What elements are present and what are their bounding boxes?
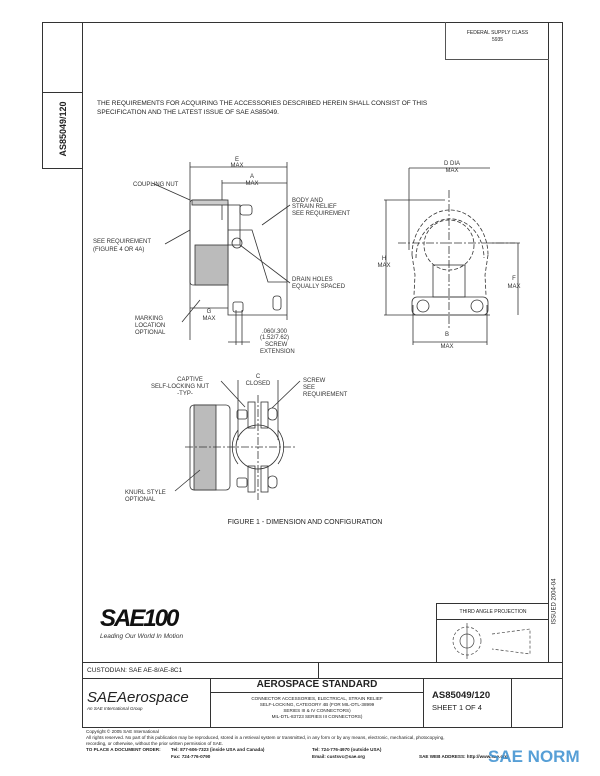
description-line-4: MIL-DTL-83723 SERIES III CONNECTORS)	[271, 713, 363, 719]
b-dim-label: B	[445, 332, 449, 338]
captive-label-3: -TYP-	[177, 391, 193, 397]
web-address-link[interactable]: SAE WEB ADDRESS: http://www.sae.org	[419, 754, 508, 759]
standard-heading: AEROSPACE STANDARD	[211, 678, 423, 693]
sheet-number: SHEET 1 OF 4	[432, 702, 482, 712]
c-dim-label: C	[256, 374, 261, 380]
third-angle-projection-icon	[452, 623, 531, 659]
projection-title: THIRD ANGLE PROJECTION	[437, 604, 549, 620]
see-requirement-label: SEE REQUIREMENT	[93, 239, 151, 245]
marking-label-1: MARKING	[135, 316, 163, 322]
figure-ref-label: (FIGURE 4 OR 4A)	[93, 247, 144, 253]
supply-class-label: FEDERAL SUPPLY CLASS	[466, 30, 529, 36]
c-closed-label: CLOSED	[246, 381, 271, 387]
b-max-label: MAX	[440, 344, 453, 350]
side-view: E MAX A MAX COUPLING NUT BODY AND STRAIN…	[93, 157, 350, 355]
captive-label-2: SELF-LOCKING NUT	[151, 384, 209, 390]
projection-box: THIRD ANGLE PROJECTION	[436, 603, 549, 663]
screw-label-1: SCREW	[303, 378, 326, 384]
a-max-label: MAX	[245, 181, 258, 187]
requirements-text: THE REQUIREMENTS FOR ACQUIRING THE ACCES…	[97, 99, 537, 117]
screw-ext-label-1: SCREW	[265, 342, 288, 348]
description-line-3: SERIES III & IV CONNECTORS)	[283, 707, 351, 713]
logo-tagline: Leading Our World In Motion	[100, 633, 184, 640]
screw-label-2: SEE	[303, 385, 315, 391]
body-label-3: SEE REQUIREMENT	[292, 211, 350, 217]
marking-label-2: LOCATION	[135, 323, 165, 329]
sae100-logo: SAE100 Leading Our World In Motion	[100, 605, 220, 655]
sae-aerospace-logo: SAEAerospace An SAE International Group	[87, 689, 209, 711]
doc-number-cell: AS85049/120 SHEET 1 OF 4	[424, 677, 512, 728]
e-max-label: MAX	[230, 163, 243, 169]
supply-class-number: 5935	[491, 37, 504, 43]
screw-ext-label-2: EXTENSION	[260, 349, 295, 355]
d-dim-label: D DIA	[444, 161, 460, 167]
a-dim-label: A	[250, 174, 254, 180]
sae-norm-watermark: SAE NORM	[488, 747, 580, 766]
custodian-row: CUSTODIAN: SAE AE-8/AE-8C1	[82, 662, 563, 679]
coupling-nut-label: COUPLING NUT	[133, 182, 179, 188]
custodian-divider	[318, 663, 319, 678]
f-max-label: MAX	[507, 284, 520, 290]
sae-aerospace-brand: SAEAerospace	[87, 689, 189, 706]
screw-ext-inch: .060/.300	[262, 329, 288, 335]
copyright: Copyright © 2005 SAE International	[86, 729, 159, 734]
title-block: SAEAerospace An SAE International Group …	[82, 677, 563, 728]
g-dim-label: G	[207, 309, 212, 315]
f-dim-label: F	[512, 276, 516, 282]
doc-number: AS85049/120	[432, 689, 491, 701]
description-line-1: CONNECTOR ACCESSORIES, ELECTRICAL, STRAI…	[251, 695, 383, 701]
figure-caption: FIGURE 1 - DIMENSION AND CONFIGURATION	[227, 519, 383, 526]
captive-label-1: CAPTIVE	[177, 377, 203, 383]
email-link[interactable]: Email: custsvc@sae.org	[312, 754, 365, 759]
body-label-1: BODY AND	[292, 198, 324, 204]
description-line-2: SELF-LOCKING, CATEGORY 4B (FOR MIL-DTL-3…	[259, 701, 375, 707]
fax: Fax: 724-776-0790	[171, 754, 211, 759]
drain-spacing-label: EQUALLY SPACED	[292, 284, 346, 290]
h-max-label: MAX	[377, 263, 390, 269]
tel-us: Tel: 877-606-7323 (inside USA and Canada…	[171, 747, 265, 752]
requirements-line-2: SPECIFICATION AND THE LATEST ISSUE OF SA…	[97, 109, 279, 116]
drain-holes-label: DRAIN HOLES	[292, 277, 333, 283]
sae100-logo-text: SAE100	[100, 605, 179, 632]
supply-class-box: FEDERAL SUPPLY CLASS 5935	[445, 22, 549, 60]
d-max-label: MAX	[445, 168, 458, 174]
end-view: D DIA MAX H MAX F MAX B MAX	[377, 161, 520, 350]
g-max-label: MAX	[202, 316, 215, 322]
footer: Copyright © 2005 SAE International All r…	[86, 729, 566, 761]
figure-drawing: E MAX A MAX COUPLING NUT BODY AND STRAIN…	[93, 157, 521, 503]
e-dim-label: E	[235, 157, 239, 163]
knurl-label-1: KNURL STYLE	[125, 490, 166, 496]
tel-intl: Tel: 724-776-4970 (outside USA)	[312, 747, 382, 752]
h-dim-label: H	[382, 256, 386, 262]
document-description: CONNECTOR ACCESSORIES, ELECTRICAL, STRAI…	[211, 693, 423, 720]
screw-ext-mm: (1.52/7.62)	[260, 335, 289, 341]
screw-label-3: REQUIREMENT	[303, 392, 348, 398]
body-label-2: STRAIN RELIEF	[292, 204, 337, 210]
marking-label-3: OPTIONAL	[135, 330, 166, 336]
sae-aerospace-sub: An SAE International Group	[87, 706, 143, 711]
rights-notice: All rights reserved. No part of this pub…	[86, 735, 445, 740]
knurl-label-2: OPTIONAL	[125, 497, 156, 503]
requirements-line-1: THE REQUIREMENTS FOR ACQUIRING THE ACCES…	[97, 100, 428, 107]
custodian-text: CUSTODIAN: SAE AE-8/AE-8C1	[87, 667, 183, 674]
top-view: CAPTIVE SELF-LOCKING NUT -TYP- C CLOSED …	[125, 374, 348, 503]
rights-notice-2: recording, or otherwise, without the pri…	[86, 741, 224, 746]
order-label: TO PLACE A DOCUMENT ORDER:	[86, 747, 161, 752]
title-cell: AEROSPACE STANDARD CONNECTOR ACCESSORIES…	[210, 677, 424, 728]
